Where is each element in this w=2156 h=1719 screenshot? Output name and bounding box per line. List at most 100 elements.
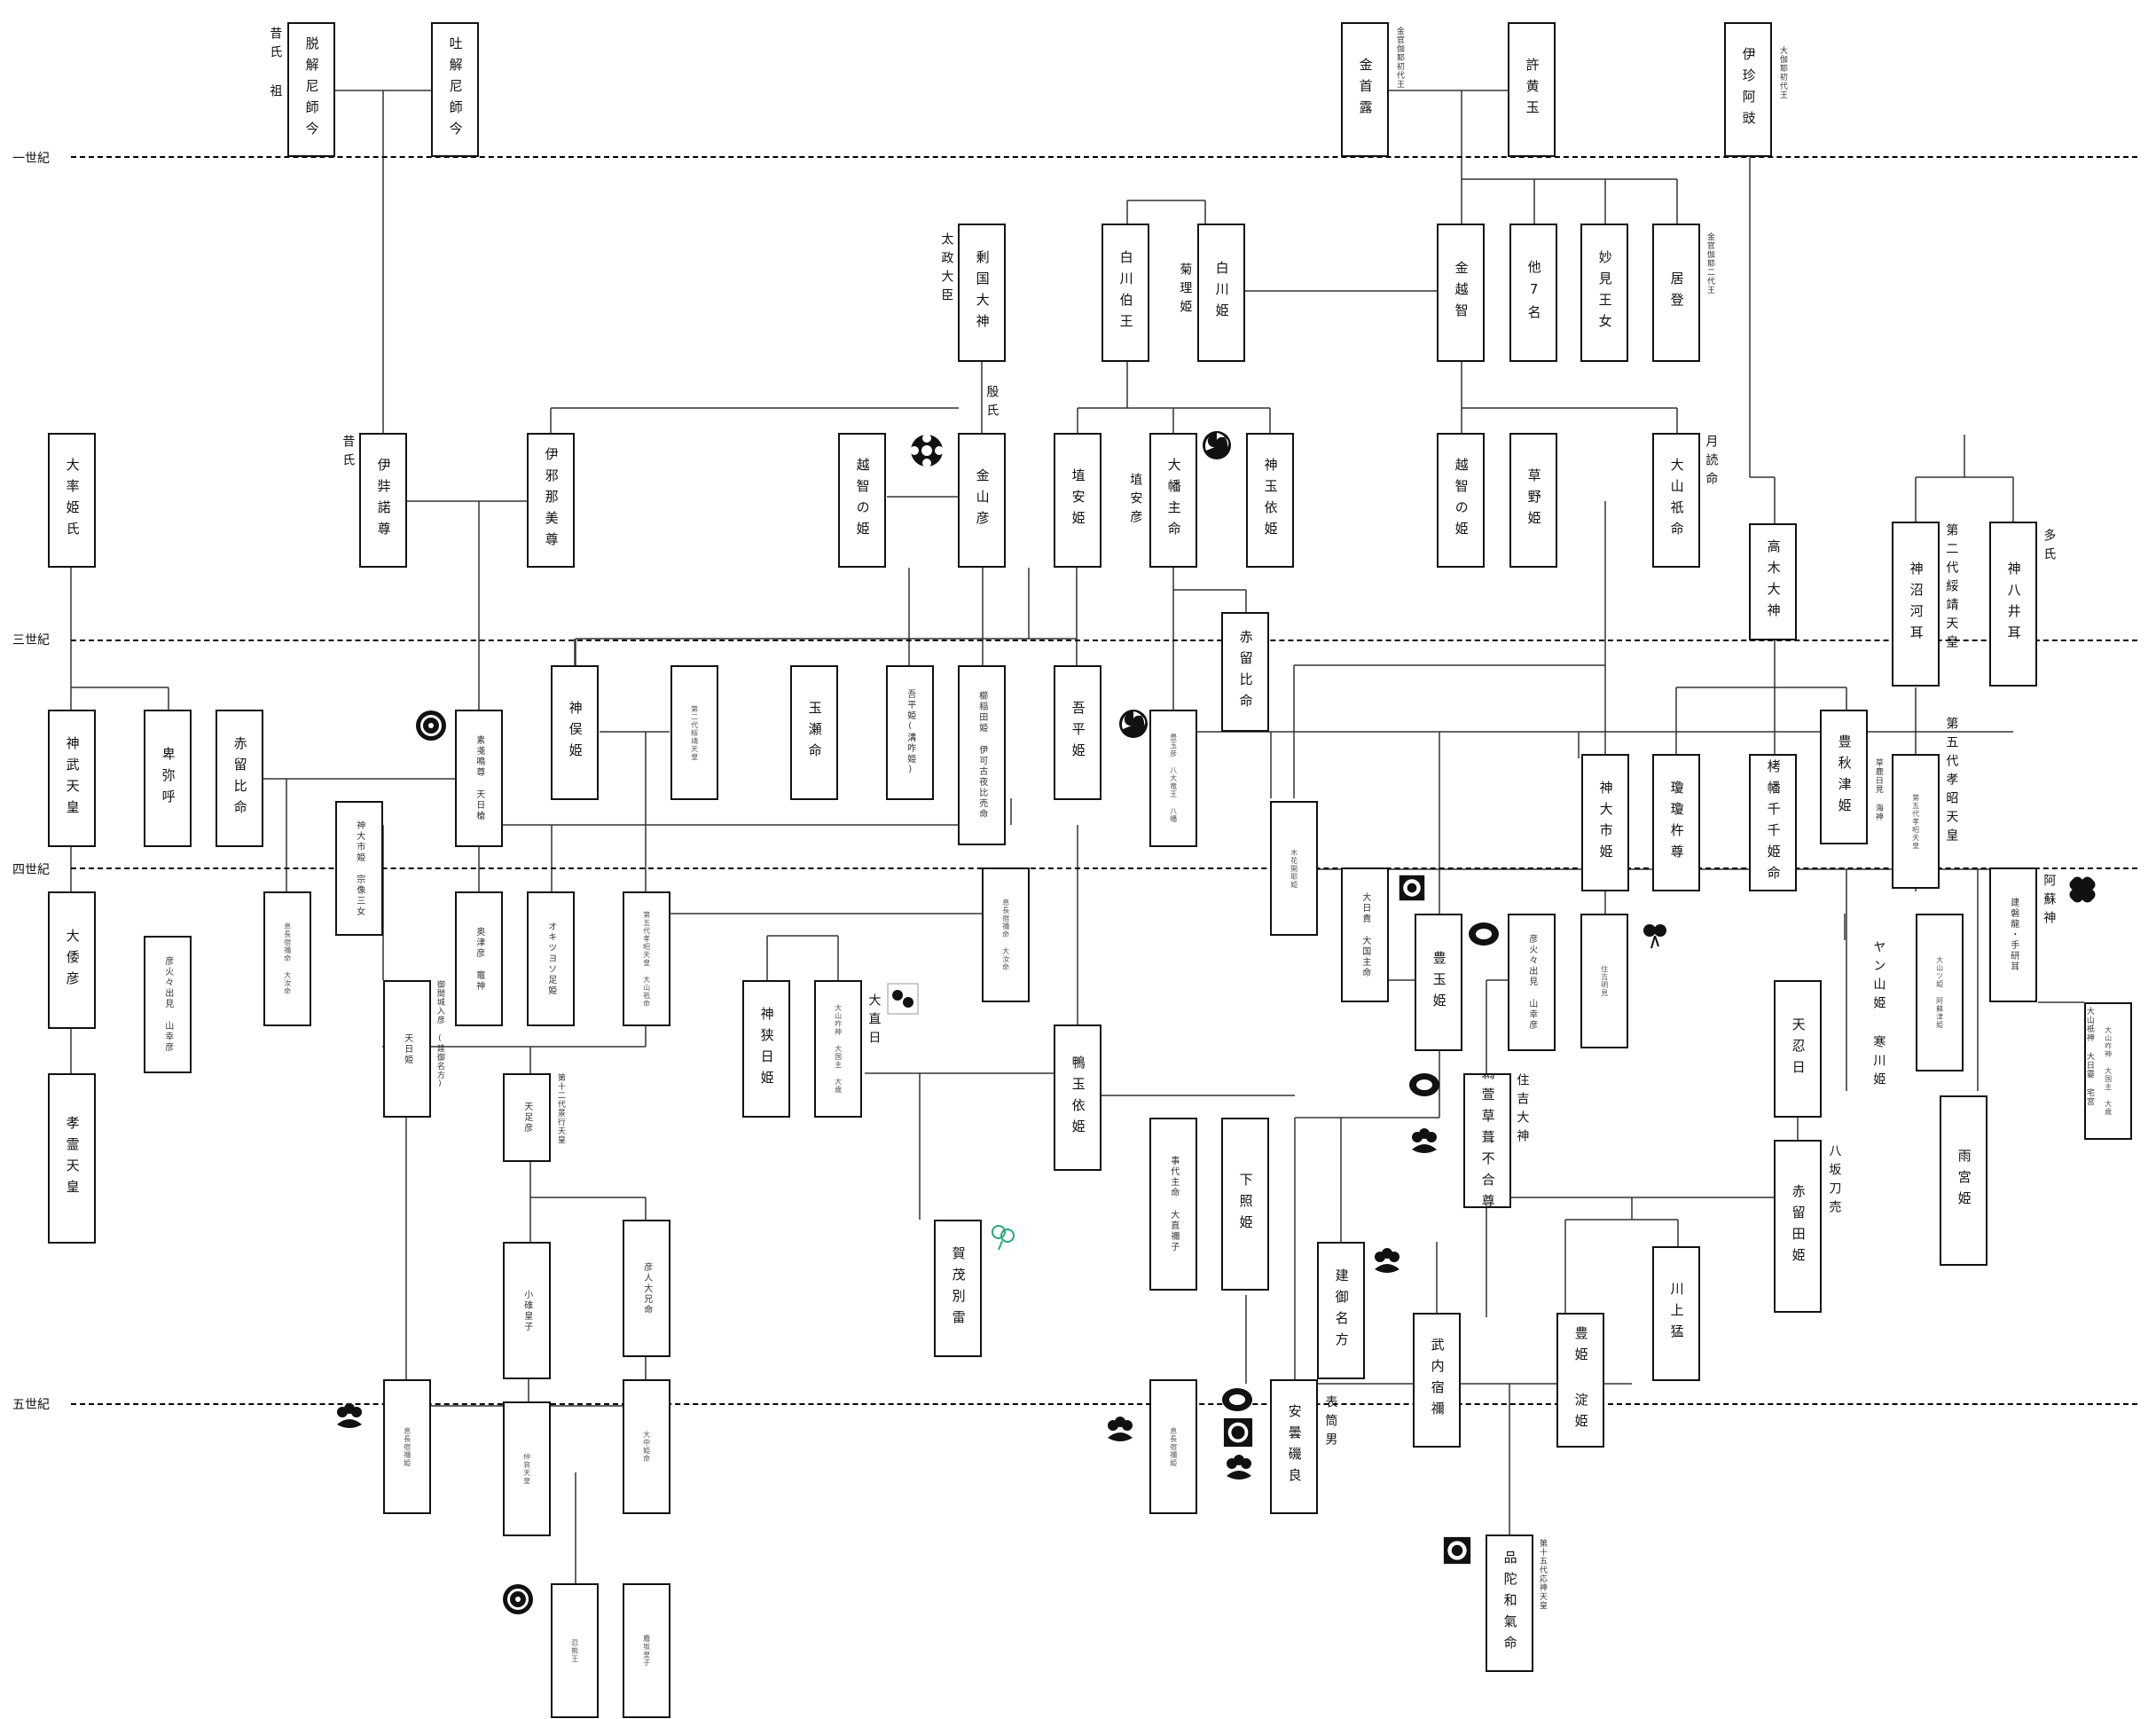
person-box: 賀茂別雷: [934, 1220, 982, 1357]
person-name: 埴安姫: [1070, 468, 1086, 532]
person-box: 川上猛: [1652, 1246, 1700, 1381]
person-box: 神八井耳: [1989, 522, 2037, 687]
person-box: 品陀和氣命: [1486, 1535, 1533, 1672]
person-name: 素戔鳴尊 天日槍: [474, 735, 484, 821]
tomoe-crest-icon: [1443, 1536, 1471, 1565]
person-box: 第五代孝昭天皇: [1892, 754, 1940, 889]
era-line-5th-century: [71, 1403, 2137, 1405]
person-box: 建磐龍・手研耳: [1989, 867, 2037, 1002]
person-box: 神大市姫 宗像三女: [335, 801, 383, 936]
side-note: 御間城入彦 (建御名方): [435, 980, 444, 1089]
side-note: 昔氏: [341, 435, 356, 472]
side-note: 多氏: [2042, 529, 2057, 566]
person-box: 赤留比命: [1221, 612, 1269, 732]
person-box: 奥津彦 竈神: [455, 891, 503, 1026]
person-box: 脱解尼師今: [287, 22, 335, 157]
side-note: 八坂刀売: [1827, 1144, 1842, 1219]
person-name: 奥津彦 竈神: [474, 926, 484, 992]
person-name: 金首露: [1357, 58, 1374, 122]
person-name: 豊玉姫: [1431, 950, 1447, 1015]
person-box: 建御名方: [1317, 1242, 1365, 1379]
side-note: 大伽耶初代王: [1777, 46, 1787, 99]
person-box: 住吉明見: [1580, 914, 1628, 1048]
person-name: 大山咋神 大国主 大歳: [2104, 1026, 2113, 1116]
person-name: 天足彦: [521, 1102, 532, 1134]
paulownia-crest-icon: [1412, 1128, 1437, 1153]
era-label-3rd-century: 三世紀: [12, 633, 50, 648]
person-box: 白川姫: [1197, 224, 1245, 362]
person-name: 伊珍阿豉: [1740, 47, 1757, 132]
person-box: 事代主命 大直禰子: [1149, 1118, 1197, 1291]
person-name: 越智の姫: [1453, 458, 1470, 543]
person-name: 孝霊天皇: [64, 1116, 81, 1201]
person-box: 孝霊天皇: [48, 1073, 96, 1244]
person-box: 息長宿禰姫: [383, 1379, 431, 1514]
person-box: 豊玉彦 八大竜王 八幡: [1149, 710, 1197, 847]
person-box: 金首露: [1341, 22, 1389, 157]
person-name: 第二代綏靖天皇: [690, 704, 699, 761]
person-box: 鴨玉依姫: [1054, 1024, 1102, 1171]
paulownia-crest-icon: [1375, 1248, 1399, 1273]
tomoe-crest-icon: [1203, 431, 1231, 459]
person-name: 剰国大神: [974, 250, 991, 335]
person-name: 大山ツ姫 阿蘇津姫: [1935, 956, 1944, 1029]
era-line-1st-century: [71, 156, 2137, 158]
person-box: 大倭彦: [48, 891, 96, 1029]
person-name: 住吉明見: [1600, 965, 1609, 997]
person-name: 大山祇命: [1668, 458, 1685, 543]
person-name: 彦人大兄命: [641, 1261, 652, 1315]
person-box: 武内宿禰: [1413, 1313, 1461, 1448]
person-name: 大中姫命: [642, 1431, 651, 1463]
person-name: 息長宿禰姫: [1169, 1426, 1178, 1467]
person-box: 神武天皇: [48, 710, 96, 847]
person-name: 息長宿禰姫: [403, 1426, 412, 1467]
side-note: 住吉大神: [1515, 1073, 1530, 1148]
person-box: 越智の姫: [838, 433, 886, 568]
person-name: 吾平姫(溝咋姫): [905, 689, 915, 776]
person-box: 金山彦: [958, 433, 1006, 568]
person-name: 卑弥呼: [160, 746, 176, 811]
person-name: 伊弉諾尊: [375, 458, 392, 543]
person-box: 豊玉姫: [1415, 914, 1462, 1051]
side-note: 表筒男: [1323, 1395, 1338, 1451]
person-name: 下照姫: [1237, 1172, 1254, 1236]
side-note: 第十二代景行天皇: [555, 1073, 565, 1144]
person-box: 彦火々出見 山幸彦: [144, 936, 192, 1073]
person-box: 雨宮姫: [1940, 1095, 1987, 1266]
person-name: 神大市姫: [1597, 780, 1614, 866]
side-note: ヤン山姫 寒川姫: [1871, 940, 1886, 1091]
person-name: 賀茂別雷: [950, 1245, 967, 1331]
person-box: 神玉依姫: [1246, 433, 1294, 568]
hollyhock-crest-icon: [1399, 875, 1425, 901]
person-box: 伊珍阿豉: [1724, 22, 1772, 157]
era-label-5th-century: 五世紀: [12, 1398, 50, 1412]
side-note: 第二代綏靖天皇: [1944, 523, 1959, 654]
person-box: 息長宿禰命 大汝命: [982, 867, 1030, 1002]
person-box: 第二代綏靖天皇: [670, 665, 718, 800]
person-name: 天忍日: [1790, 1016, 1807, 1081]
flower-crest-icon: [992, 1225, 1015, 1251]
person-box: 神大市姫: [1581, 754, 1629, 891]
person-box: 神俣姫: [551, 665, 599, 800]
person-box: 白川伯王: [1102, 224, 1149, 362]
person-name: 他7名: [1525, 259, 1542, 326]
person-box: 許黄玉: [1508, 22, 1556, 157]
flower-crest-icon: [1643, 924, 1666, 949]
connector-lines: [70, 90, 2084, 1588]
person-name: 金越智: [1453, 261, 1470, 325]
person-name: 神八井耳: [2005, 561, 2022, 647]
side-note: 大山祇神 大日孁 宅宮: [2084, 1007, 2094, 1106]
person-box: 仲哀天皇: [503, 1401, 551, 1536]
person-name: 高木大神: [1765, 539, 1782, 624]
side-note: 第十五代応神天皇: [1537, 1539, 1547, 1610]
person-name: 大日貴 大国主命: [1360, 891, 1370, 978]
person-name: 赤留比命: [1237, 629, 1254, 715]
person-name: 天日姫: [402, 1032, 412, 1065]
person-name: 脱解尼師今: [303, 36, 320, 143]
era-label-1st-century: 一世紀: [12, 152, 50, 166]
side-note: 埴安彦: [1128, 473, 1143, 529]
person-box: 安曇磯良: [1270, 1379, 1318, 1514]
person-name: 豊秋津姫: [1836, 734, 1853, 820]
paulownia-crest-icon: [337, 1403, 362, 1428]
person-box: 神狭日姫: [742, 980, 790, 1118]
